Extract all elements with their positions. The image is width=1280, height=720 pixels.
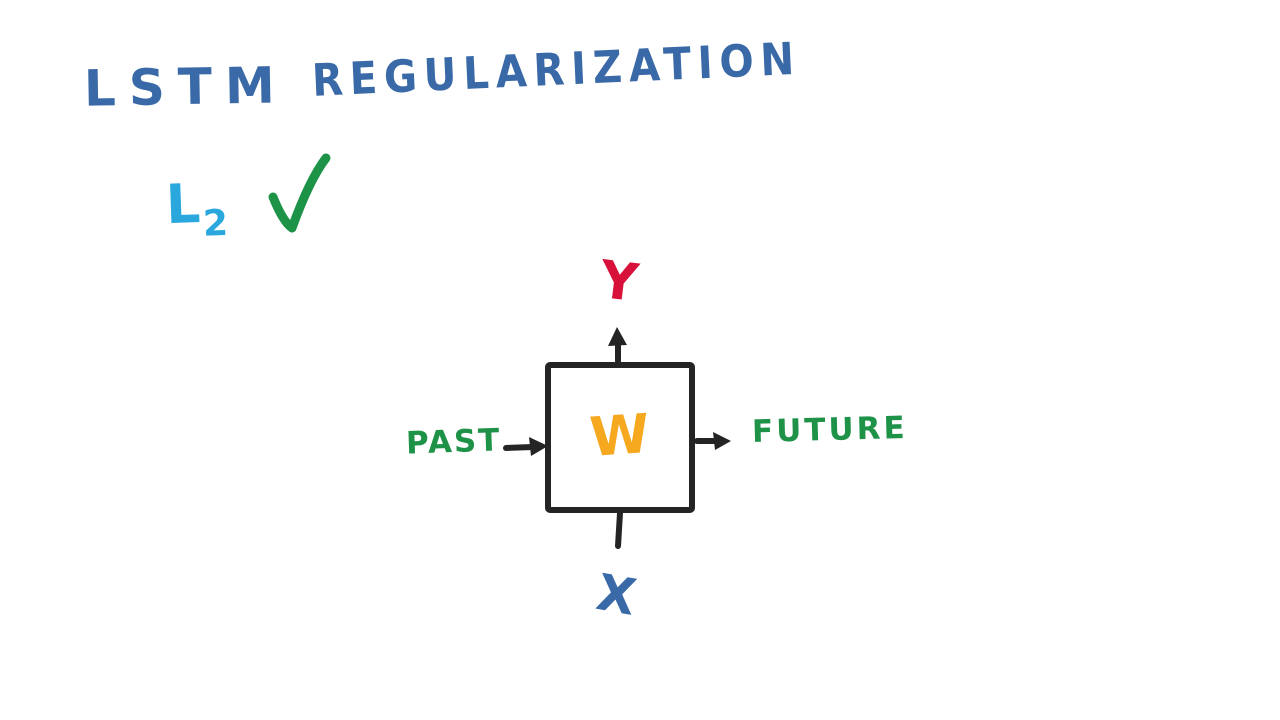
weight-label: W [587,402,652,470]
past-label: PAST [405,422,502,462]
output-label-y: Y [596,249,642,315]
l2-note: L2 [165,171,229,246]
input-label-x: X [592,563,641,627]
output-arrow-head [608,327,627,346]
l2-label: L [164,171,202,237]
future-label: FUTURE [751,409,909,451]
checkmark-stroke [268,153,331,233]
input-connector-line [615,510,623,549]
past-arrow-stem [503,444,536,451]
page-title-word-regularization: REGULARIZATION [310,32,802,107]
checkmark-icon [268,153,331,233]
weight-box: W [545,362,695,513]
l2-subscript: 2 [202,202,229,245]
page-title-word-lstm: LSTM [83,56,289,118]
future-arrow-head [713,432,731,450]
